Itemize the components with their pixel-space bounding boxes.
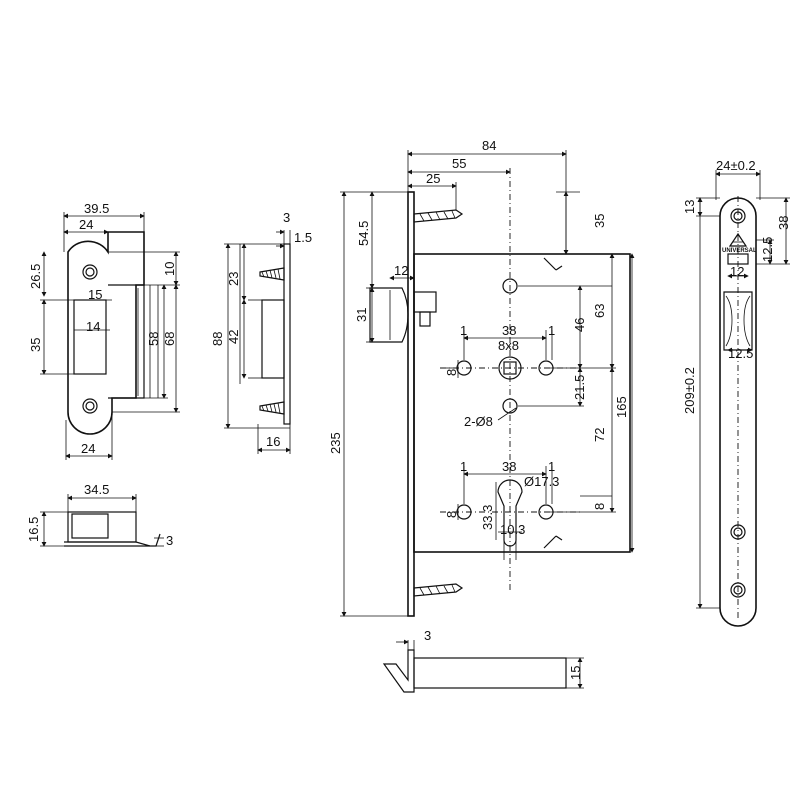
dim-12-5-mid: 12.5 (728, 346, 753, 361)
dim-38-spindle: 38 (502, 323, 516, 338)
dim-34-5: 34.5 (84, 482, 109, 497)
dim-26-5: 26.5 (28, 264, 43, 289)
dim-38-faceplate: 38 (776, 216, 791, 230)
lock-body-bottom: 3 15 (382, 628, 584, 693)
dim-3-bottom: 3 (166, 533, 173, 548)
dim-1-left-cyl: 1 (460, 459, 467, 474)
dim-72: 72 (592, 428, 607, 442)
dim-12-faceplate: 12 (730, 264, 744, 279)
strike-plate-front: 39.5 24 24 26.5 35 10 15 14 58 68 (28, 201, 180, 460)
dim-10-3: 10.3 (500, 522, 525, 537)
dim-88: 88 (210, 332, 225, 346)
dim-1-right-cyl: 1 (548, 459, 555, 474)
dim-23: 23 (226, 272, 241, 286)
dim-38-cyl: 38 (502, 459, 516, 474)
dim-68: 68 (162, 332, 177, 346)
dim-165: 165 (614, 396, 629, 418)
dim-21-5: 21.5 (572, 375, 587, 400)
dim-3-lock-bottom: 3 (424, 628, 431, 643)
dim-15: 15 (88, 287, 102, 302)
dim-8-cyl: 8 (444, 511, 459, 518)
dim-54-5: 54.5 (356, 221, 371, 246)
dim-25: 25 (426, 171, 440, 186)
dim-55: 55 (452, 156, 466, 171)
dim-16-5: 16.5 (26, 517, 41, 542)
dim-3-side: 3 (283, 210, 290, 225)
dim-39-5: 39.5 (84, 201, 109, 216)
dim-24-top: 24 (79, 217, 93, 232)
dim-8x8: 8x8 (498, 338, 519, 353)
dim-33-3: 33.3 (480, 505, 495, 530)
dim-8-right: 8 (592, 503, 607, 510)
dim-10: 10 (162, 262, 177, 276)
dim-2-holes: 2-Ø8 (464, 414, 493, 429)
dim-58: 58 (146, 332, 161, 346)
dim-24-0-2: 24±0.2 (716, 158, 756, 173)
dim-209-0-2: 209±0.2 (682, 367, 697, 414)
dim-42: 42 (226, 330, 241, 344)
dim-46: 46 (572, 318, 587, 332)
strike-plate-side: 3 1.5 23 88 42 16 (210, 210, 312, 454)
brand-mark: UNIVERSAL (722, 248, 757, 254)
dim-31: 31 (354, 308, 369, 322)
dim-35-left: 35 (28, 338, 43, 352)
dim-24-bottom: 24 (81, 441, 95, 456)
dim-1-left-spindle: 1 (460, 323, 467, 338)
dim-15-lock-bottom: 15 (568, 666, 583, 680)
dim-84: 84 (482, 138, 496, 153)
lock-body: 84 55 25 54.5 35 12 31 38 1 1 8x8 46 63 … (328, 138, 635, 617)
dim-8-spindle: 8 (444, 369, 459, 376)
strike-plate-bottom: 34.5 16.5 3 (26, 482, 173, 548)
dim-63: 63 (592, 304, 607, 318)
dim-dia-17-3: Ø17.3 (524, 474, 559, 489)
dim-12-latch: 12 (394, 263, 408, 278)
dim-1-5: 1.5 (294, 230, 312, 245)
dim-16: 16 (266, 434, 280, 449)
faceplate: UNIVERSAL 24±0.2 13 38 12.5 12 12.5 209±… (682, 158, 791, 627)
dim-35-right: 35 (592, 214, 607, 228)
dim-13: 13 (682, 200, 697, 214)
dim-14: 14 (86, 319, 100, 334)
dim-235: 235 (328, 432, 343, 454)
dim-1-right-spindle: 1 (548, 323, 555, 338)
dim-12-5-top: 12.5 (760, 237, 775, 262)
